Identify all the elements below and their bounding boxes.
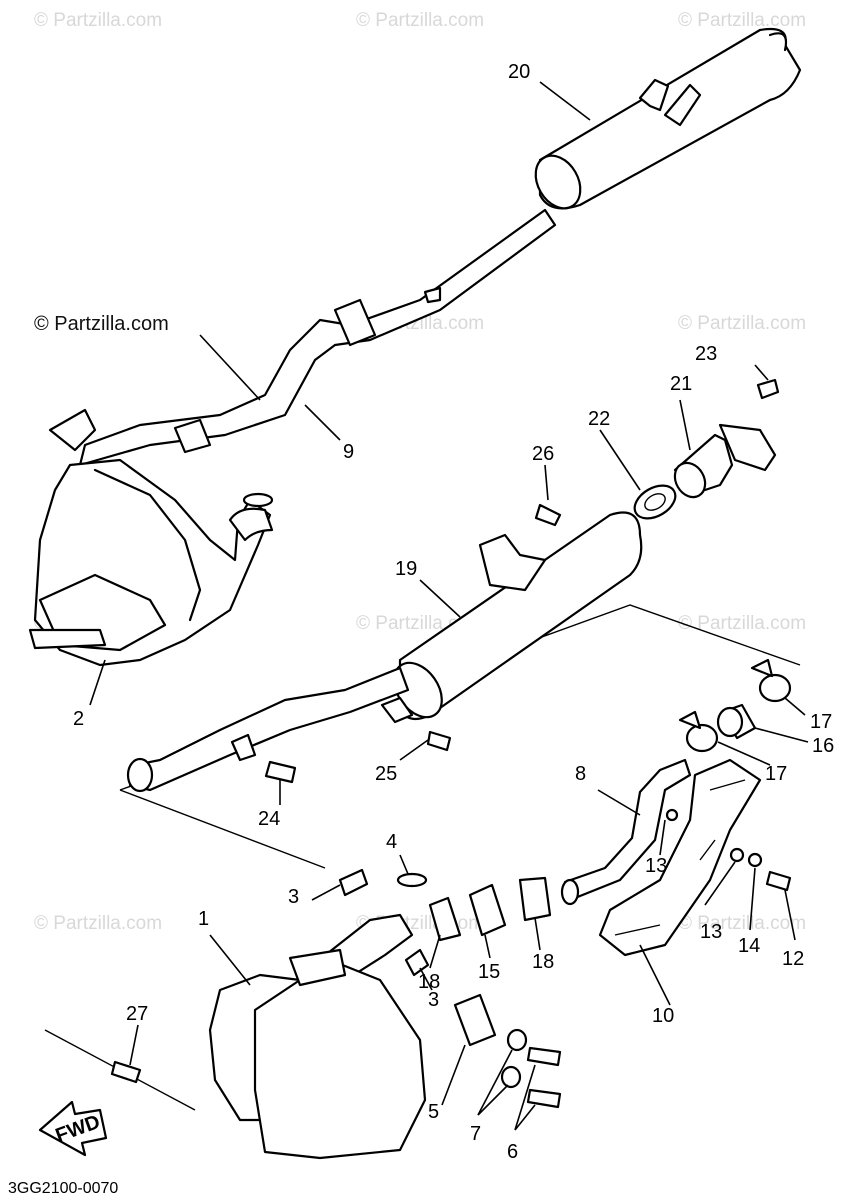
callout-5: 5 [428,1101,439,1123]
part-7-washer-upper [506,1028,528,1052]
part-6-bolt-upper [526,1046,562,1067]
callout-20: 20 [508,61,530,83]
callout-numbers: 20 9 2 19 23 21 22 26 25 24 17 16 17 8 1… [73,61,834,1163]
callout-25: 25 [375,763,397,785]
callout-13-right: 13 [700,921,722,943]
svg-text:© Partzilla.com: © Partzilla.com [678,613,806,634]
assembly-frame-lower [119,789,326,869]
callout-7: 7 [470,1123,481,1145]
svg-text:© Partzilla.com: © Partzilla.com [678,313,806,334]
callout-6: 6 [507,1141,518,1163]
part-16-sleeve [716,703,757,740]
part-9-pipe [78,208,557,467]
callout-18-left: 18 [418,971,440,993]
part-5-bracket [453,993,497,1047]
part-1-expansion-chamber [208,913,427,1160]
svg-text:© Partzilla.com: © Partzilla.com [678,10,806,31]
callout-21: 21 [670,373,692,395]
callout-8: 8 [575,763,586,785]
svg-text:© Partzilla.com: © Partzilla.com [678,913,806,934]
part-8-pipe [560,758,692,906]
callout-24: 24 [258,808,280,830]
callout-3-lower: 3 [428,989,439,1011]
part-25-bolt [426,730,452,752]
callout-26: 26 [532,443,554,465]
callout-17-lower: 17 [765,763,787,785]
callout-4: 4 [386,831,397,853]
callout-16: 16 [812,735,834,757]
part-24-bolt [264,760,297,784]
callout-10: 10 [652,1005,674,1027]
callout-3-upper: 3 [288,886,299,908]
callout-13-left: 13 [645,855,667,877]
callout-1: 1 [198,908,209,930]
callout-23: 23 [695,343,717,365]
alt-pipe [126,666,410,793]
part-13-washer [729,847,745,863]
part-18-clamp-right [518,876,552,922]
part-22-gasket [633,484,677,520]
callout-9: 9 [343,441,354,463]
part-17-clamp-lower [678,710,719,753]
part-3-spring-upper [338,868,369,897]
callout-14: 14 [738,935,760,957]
part-15-joint [468,883,507,937]
svg-text:© Partzilla.com: © Partzilla.com [34,913,162,934]
callout-12: 12 [782,948,804,970]
part-23-bolt [756,378,780,400]
part-4-o-ring [396,872,428,888]
part-20-silencer [534,27,802,210]
svg-text:© Partzilla.com: © Partzilla.com [34,10,162,31]
callout-17-upper: 17 [810,711,832,733]
part-22-gasket-hole [644,493,666,511]
callout-2: 2 [73,708,84,730]
part-26-bolt [534,503,562,527]
callout-27: 27 [126,1003,148,1025]
part-17-clamp-upper [750,658,792,703]
part-2-expansion-chamber [28,408,274,667]
part-21-end-cap [673,423,777,499]
part-14-washer [747,852,763,868]
part-10-heat-guard [598,758,762,957]
leader-lines [89,81,809,1131]
part-12-bolt [765,870,792,892]
part-18-clamp-left [428,896,462,942]
callout-18-right: 18 [532,951,554,973]
callout-22: 22 [588,408,610,430]
part-7-washer-lower [500,1065,522,1089]
part-19-silencer [380,511,643,724]
callout-15: 15 [478,961,500,983]
fwd-arrow: FWD [38,1100,108,1157]
part-27-spring [44,1029,196,1111]
part-3-spring-lower [404,948,430,977]
callout-19: 19 [395,558,417,580]
part-6-bolt-lower [526,1088,562,1109]
watermark-main: © Partzilla.com [34,313,169,335]
svg-text:© Partzilla.com: © Partzilla.com [356,10,484,31]
diagram-code: 3GG2100-0070 [8,1180,118,1197]
